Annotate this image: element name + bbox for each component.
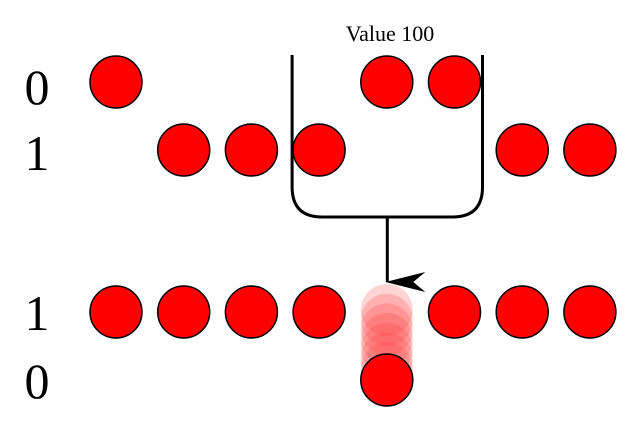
bottom-lower-row-label: 0 <box>25 353 50 409</box>
ball-layer <box>89 55 617 407</box>
falling-ball-ghost <box>360 303 413 356</box>
top-upper-row-label: 0 <box>25 59 50 115</box>
top-lower-ball <box>156 123 211 177</box>
bottom-upper-ball <box>427 285 482 339</box>
bottom-upper-ball <box>292 285 346 339</box>
bottom-upper-ball <box>224 285 279 339</box>
bottom-upper-ball <box>156 285 211 339</box>
falling-ball-ghost <box>360 313 413 366</box>
bottom-upper-ball <box>89 285 143 339</box>
bottom-upper-ball <box>495 285 549 339</box>
falling-ball-ghost <box>360 284 413 336</box>
falling-ball-ghost <box>360 293 413 346</box>
bottom-upper-ball <box>563 285 617 339</box>
top-lower-ball <box>495 123 549 177</box>
bottom-upper-row-label: 1 <box>25 285 50 341</box>
value-caption: Value 100 <box>346 21 435 46</box>
top-upper-ball <box>427 55 482 109</box>
top-upper-ball <box>89 55 143 109</box>
top-lower-ball <box>292 123 346 177</box>
top-lower-row-label: 1 <box>25 125 50 181</box>
top-lower-ball <box>224 123 279 177</box>
bottom-lower-ball <box>360 353 414 407</box>
top-upper-ball <box>360 55 414 109</box>
top-lower-ball <box>563 123 617 177</box>
